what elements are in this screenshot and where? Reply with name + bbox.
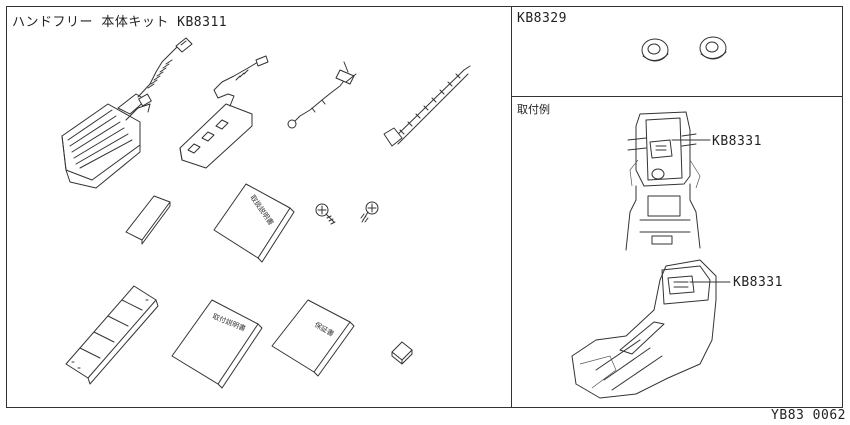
- warranty-card-drawing: [271, 299, 355, 377]
- sponge-block-drawing: [391, 341, 413, 365]
- callout-label-console: KB8331: [733, 275, 783, 290]
- tape-pad-drawing: [125, 195, 171, 245]
- handsfree-unit-drawing: [61, 37, 193, 189]
- cable-tie-drawing: [383, 65, 471, 147]
- main-kit-title: ハンドフリー 本体キット KB8311: [12, 15, 228, 30]
- screw-drawing: [315, 203, 336, 225]
- screw-drawing: [360, 201, 379, 223]
- install-example-panel: [511, 96, 843, 408]
- microphone-drawing: [287, 61, 357, 129]
- steering-column-drawing: [625, 111, 711, 251]
- remote-switch-drawing: [179, 55, 269, 169]
- switch-bracket-drawing: [65, 285, 159, 385]
- figure-code: YB83 0062: [771, 408, 846, 423]
- washer-drawing: [699, 36, 727, 60]
- callout-label-steering: KB8331: [712, 134, 762, 149]
- instruction-manual-drawing: [213, 183, 295, 263]
- washer-panel-title: KB8329: [517, 11, 567, 26]
- washer-drawing: [641, 38, 669, 62]
- installation-manual-drawing: [171, 299, 263, 389]
- center-console-drawing: [571, 259, 731, 399]
- install-example-title: 取付例: [517, 103, 550, 116]
